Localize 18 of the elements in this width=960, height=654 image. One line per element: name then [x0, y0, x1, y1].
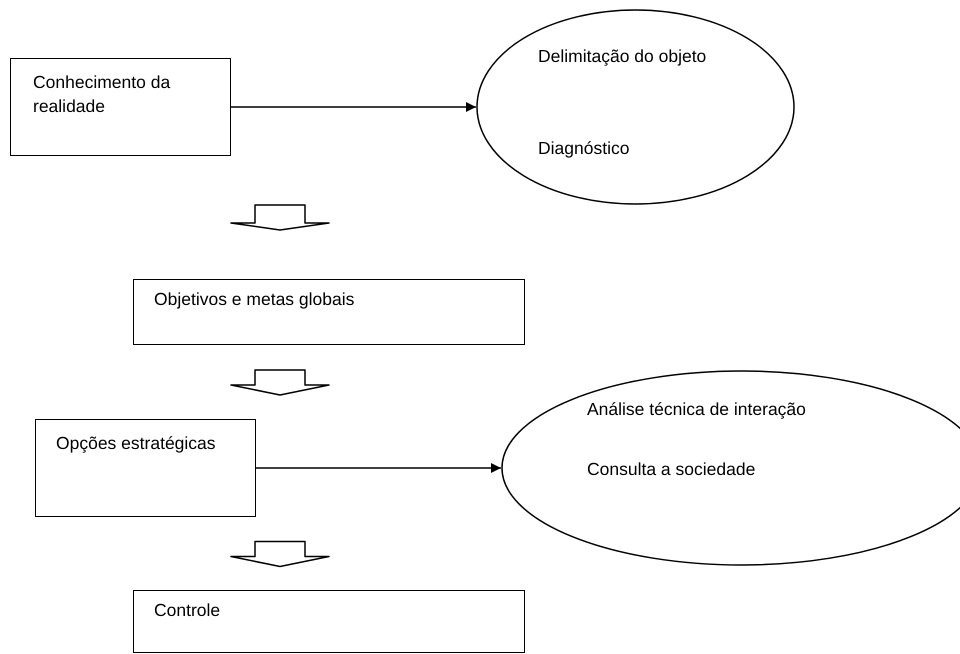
process-box	[133, 590, 525, 653]
ellipse-node	[476, 9, 795, 205]
process-box	[35, 419, 256, 517]
node-text: Delimitação do objeto	[538, 45, 708, 68]
node-text: Análise técnica de interação	[587, 398, 807, 421]
process-box	[10, 58, 231, 156]
block-arrow	[230, 369, 330, 396]
node-text: Objetivos e metas globais	[154, 288, 356, 311]
block-arrow	[230, 204, 330, 231]
node-text: Consulta a sociedade	[587, 458, 756, 481]
process-box	[133, 279, 525, 345]
node-text: Opções estratégicas	[56, 432, 217, 455]
arrow	[256, 463, 501, 473]
node-text: Controle	[154, 599, 222, 622]
block-arrow	[230, 540, 330, 568]
arrow	[231, 102, 476, 112]
node-text: Diagnóstico	[538, 137, 630, 160]
node-text: Conhecimento da realidade	[33, 71, 172, 118]
